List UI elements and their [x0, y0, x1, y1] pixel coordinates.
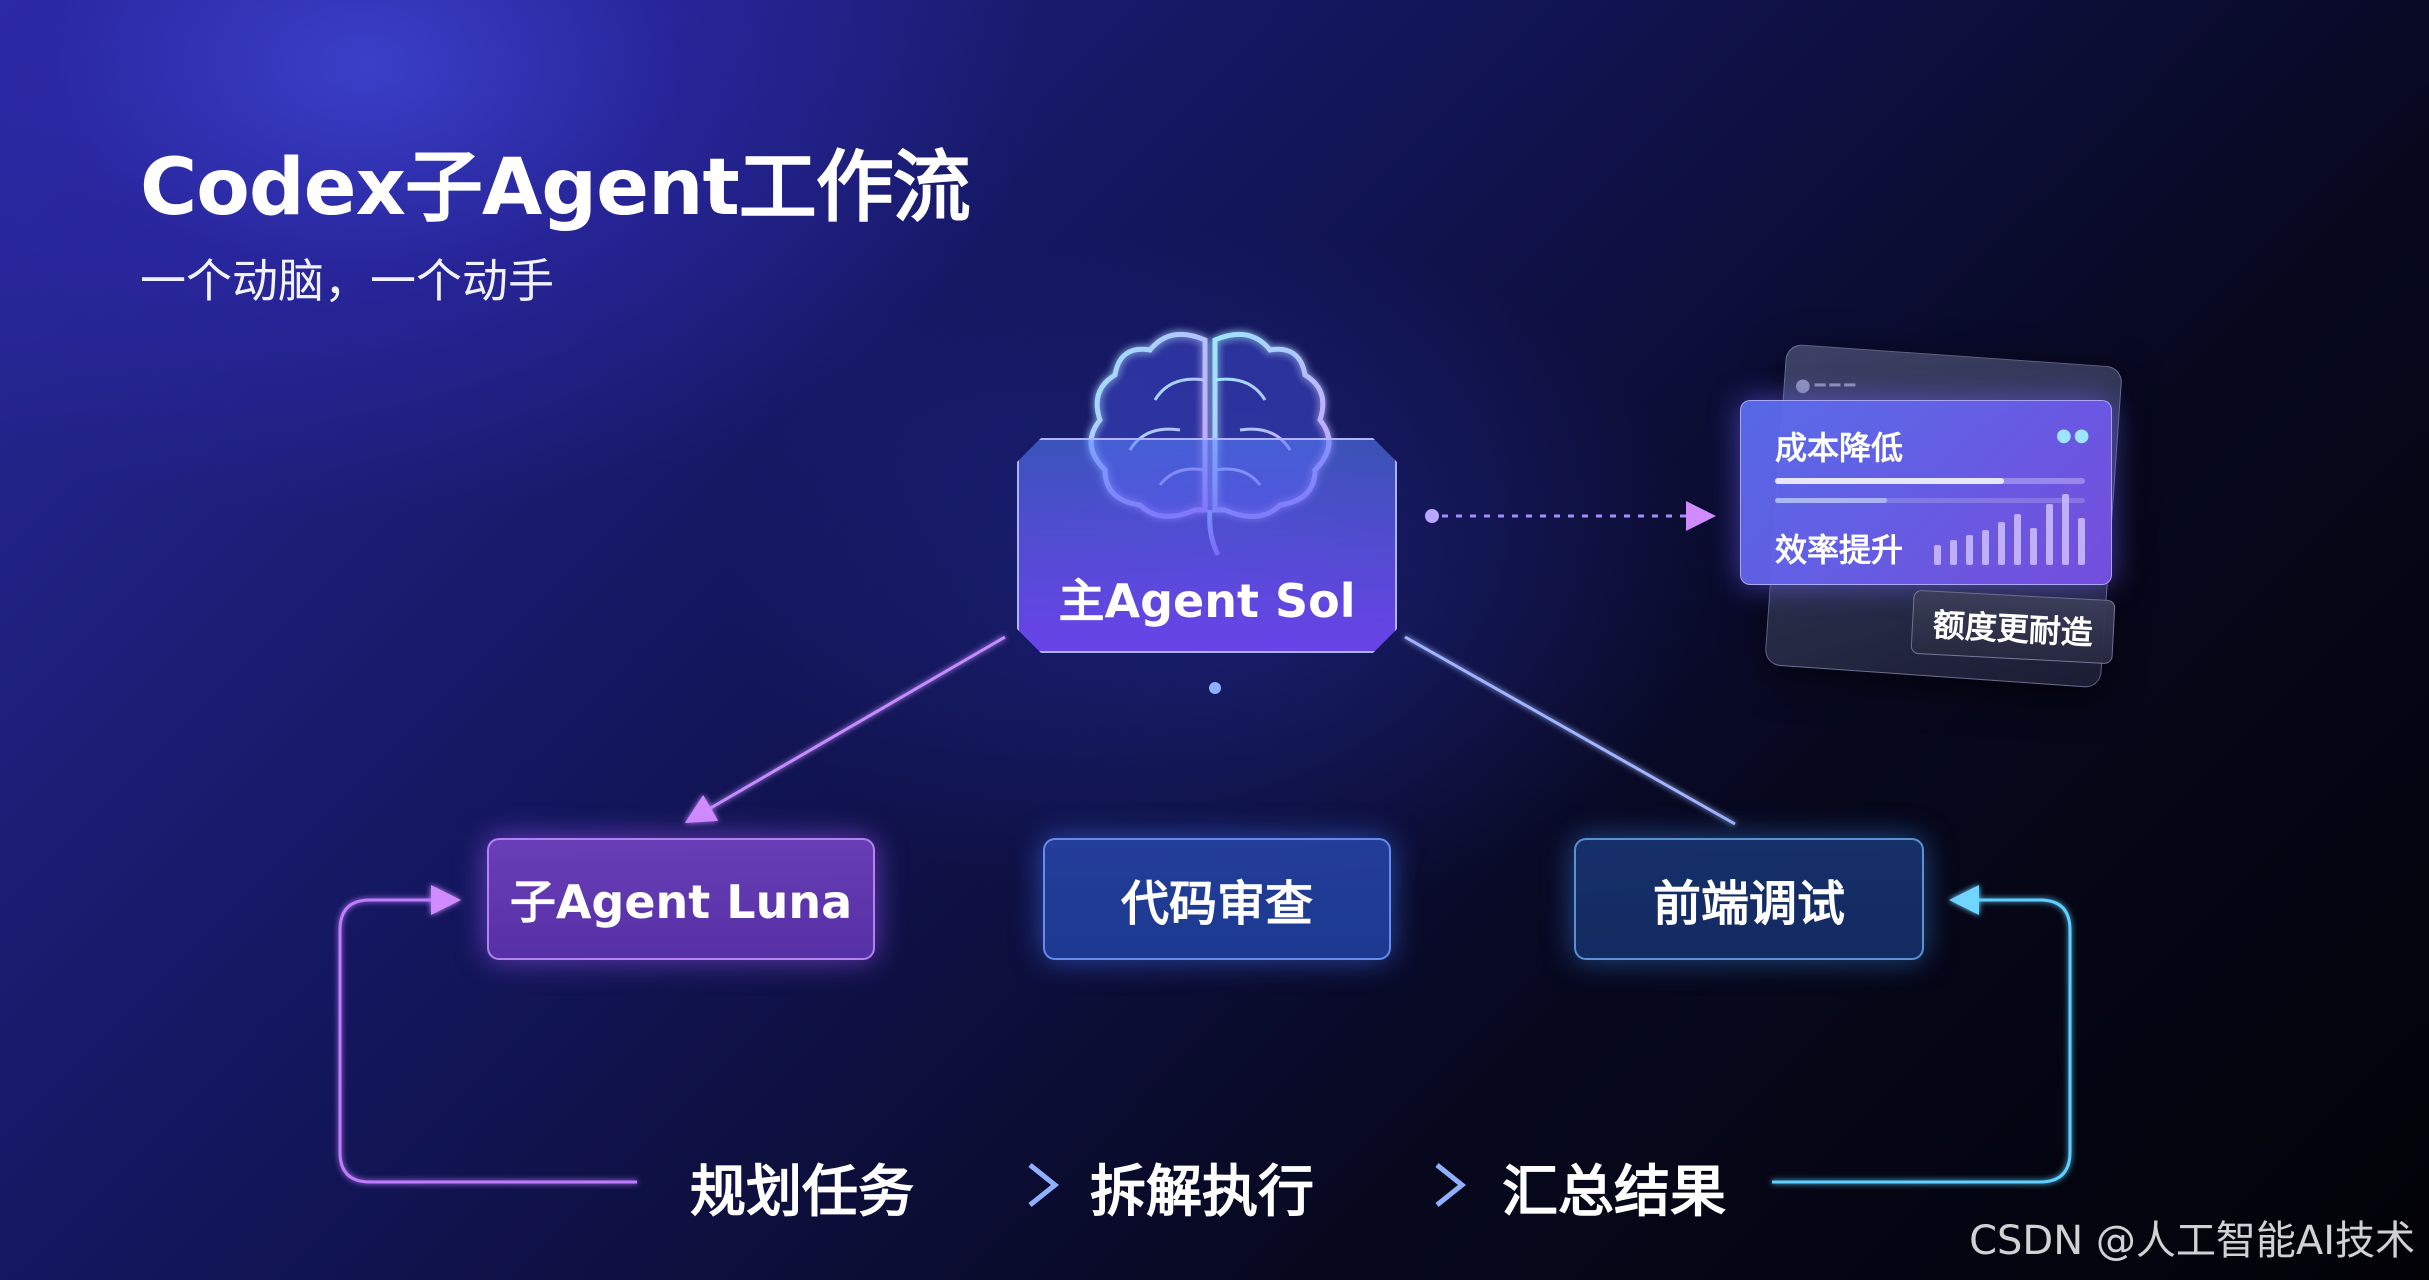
arrow-main-to-luna — [684, 635, 1006, 824]
arrow-dot — [1425, 509, 1439, 523]
page-title: Codex子Agent工作流 — [140, 143, 971, 233]
sub-agent-luna-node: 子Agent Luna — [487, 838, 875, 960]
metric-efficiency-label: 效率提升 — [1775, 531, 1904, 569]
main-agent-node: 主Agent Sol — [1017, 438, 1397, 653]
step-execute: 拆解执行 — [1090, 1160, 1314, 1225]
page-subtitle: 一个动脑，一个动手 — [140, 254, 554, 308]
watermark: CSDN @人工智能AI技术 — [1969, 1218, 2415, 1264]
progress-bar-cost — [1775, 478, 2085, 484]
loop-right — [1772, 885, 2072, 1184]
metric-cost-label: 成本降低 — [1775, 429, 1904, 467]
line-main-to-frontend — [1404, 635, 1736, 826]
frontend-debug-node: 前端调试 — [1574, 838, 1924, 960]
progress-fill — [1775, 478, 2005, 484]
step-summarize: 汇总结果 — [1502, 1160, 1726, 1225]
code-review-node: 代码审查 — [1043, 838, 1391, 960]
status-dots-icon: ●● — [2056, 425, 2092, 446]
progress-fill — [1775, 498, 1887, 503]
quota-tag: 额度更耐造 — [1910, 589, 2116, 665]
step-arrow-head-2 — [1435, 1163, 1467, 1207]
step-plan: 规划任务 — [690, 1160, 914, 1225]
step-arrow-head-1 — [1028, 1163, 1060, 1207]
window-dots-icon: ●━━━ — [1795, 375, 1860, 396]
mini-bar-chart-icon — [1934, 494, 2085, 565]
progress-bar-secondary — [1775, 498, 2085, 503]
arrow-dot — [1209, 682, 1221, 694]
loop-left — [338, 885, 637, 1184]
